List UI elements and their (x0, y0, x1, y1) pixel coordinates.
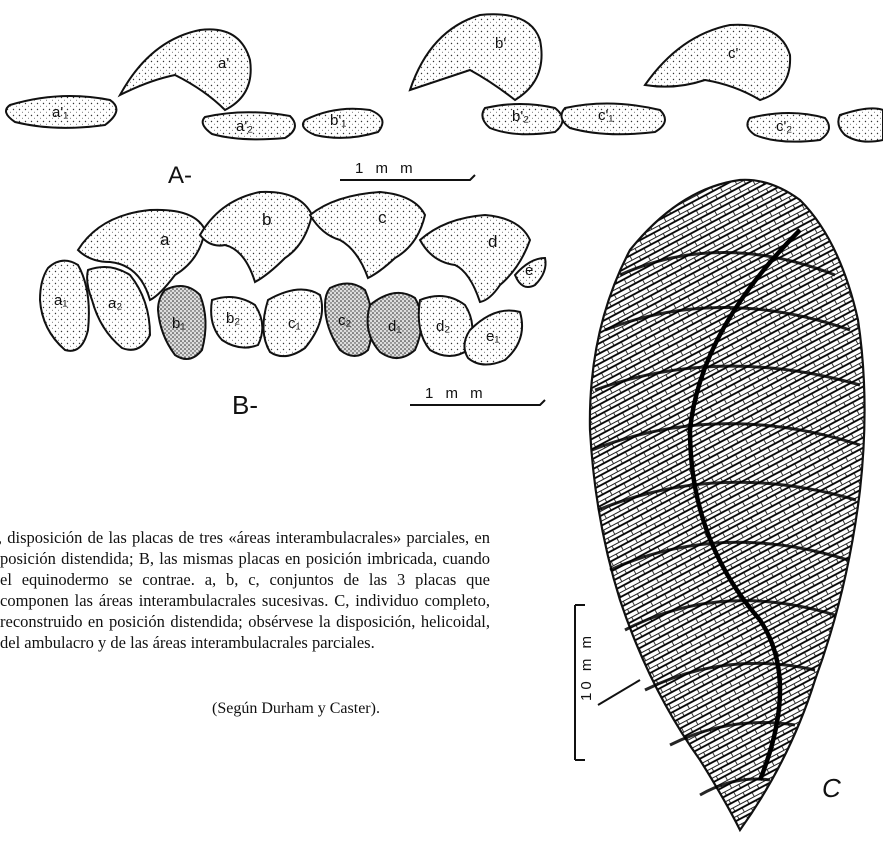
row-b-plates (40, 192, 546, 365)
scale-label-c: 10 m m (578, 633, 595, 701)
plate-c-prime (645, 25, 790, 100)
figure-credit: (Según Durham y Caster). (212, 700, 380, 718)
figure-caption: A, disposición de las placas de tres «ár… (0, 527, 490, 653)
plate-label: b'₁ (330, 112, 346, 129)
plate-b-d (420, 215, 530, 302)
plate-label: e (525, 262, 533, 279)
plate-label: d₁ (388, 318, 401, 335)
plate-label: e₁ (486, 328, 499, 345)
plate-label: a₂ (108, 295, 122, 312)
panel-a-label: A- (168, 162, 192, 190)
plate-label: a'₁ (52, 104, 68, 121)
scale-pointer-c (598, 680, 640, 705)
plate-b-c (310, 192, 425, 278)
caption-text: A, disposición de las placas de tres «ár… (0, 527, 490, 653)
plate-b-b (200, 192, 312, 282)
plate-label: b' (495, 35, 506, 52)
plate-label: c₂ (338, 312, 351, 329)
plate-label: b'₂ (512, 108, 529, 125)
plate-label: c'₁ (598, 107, 613, 124)
plate-label: b (262, 210, 271, 230)
plate-label: c (378, 208, 387, 228)
plate-a-prime (120, 29, 251, 110)
plate-label: a'₂ (236, 118, 253, 135)
body-outline (590, 180, 865, 830)
plate-label: a₁ (54, 292, 67, 309)
scale-label-b: 1 m m (425, 385, 487, 402)
plate-b-prime (410, 14, 542, 100)
panel-b-label: B- (232, 390, 258, 421)
plate-label: c₁ (288, 315, 301, 332)
plate-label: a (160, 230, 169, 250)
echinoderm-body (590, 180, 865, 830)
plate-label: b₁ (172, 315, 185, 332)
plate-label: d₂ (436, 318, 450, 335)
plate-label: c'₂ (776, 118, 792, 135)
plate-partial (838, 108, 883, 141)
plate-label: a' (218, 55, 229, 72)
plate-label: c' (728, 45, 738, 62)
plate-label: d (488, 232, 497, 252)
panel-c-label: C (822, 773, 841, 804)
plate-label: b₂ (226, 310, 240, 327)
scale-label-a: 1 m m (355, 160, 417, 177)
row-a-plates (6, 14, 883, 141)
